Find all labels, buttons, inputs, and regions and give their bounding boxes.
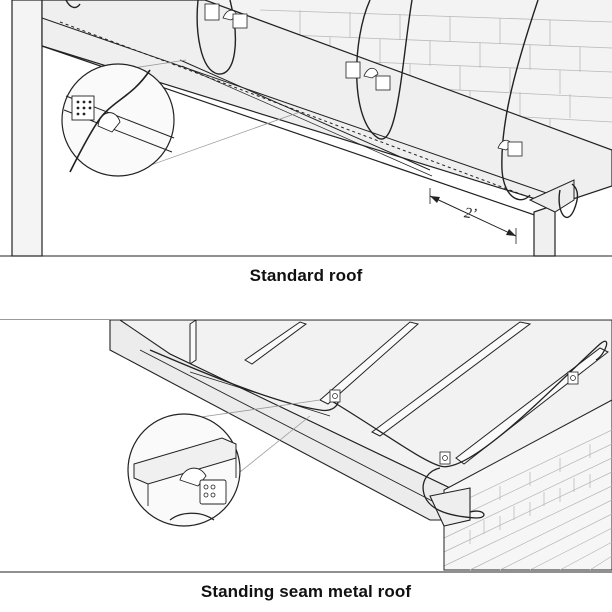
roof-clip-icon (345, 61, 391, 91)
corner-post (533, 204, 556, 257)
roof-clip-icon (204, 3, 248, 29)
caption-standard-roof: Standard roof (249, 266, 363, 285)
detail-magnifier (61, 63, 175, 177)
clip-detail-icon (199, 479, 227, 505)
seam-clip-icon (567, 371, 579, 385)
roof-clip-icon (497, 139, 523, 157)
standing-seam-roof-panel: Standing seam metal roof (0, 320, 612, 612)
standard-roof-illustration (0, 0, 612, 257)
seam-clip-icon (329, 389, 341, 403)
wall-post (11, 0, 43, 257)
seam-clip-icon (439, 451, 451, 465)
standing-seam-roof-illustration (0, 320, 612, 573)
spacing-dimension (429, 195, 517, 237)
standard-roof-panel: 2’ Standard roof (0, 0, 612, 285)
spacing-label: 2’ (463, 205, 478, 223)
detail-magnifier (127, 413, 241, 527)
caption-standing-seam-roof: Standing seam metal roof (200, 582, 412, 601)
brick-pattern (443, 429, 612, 571)
